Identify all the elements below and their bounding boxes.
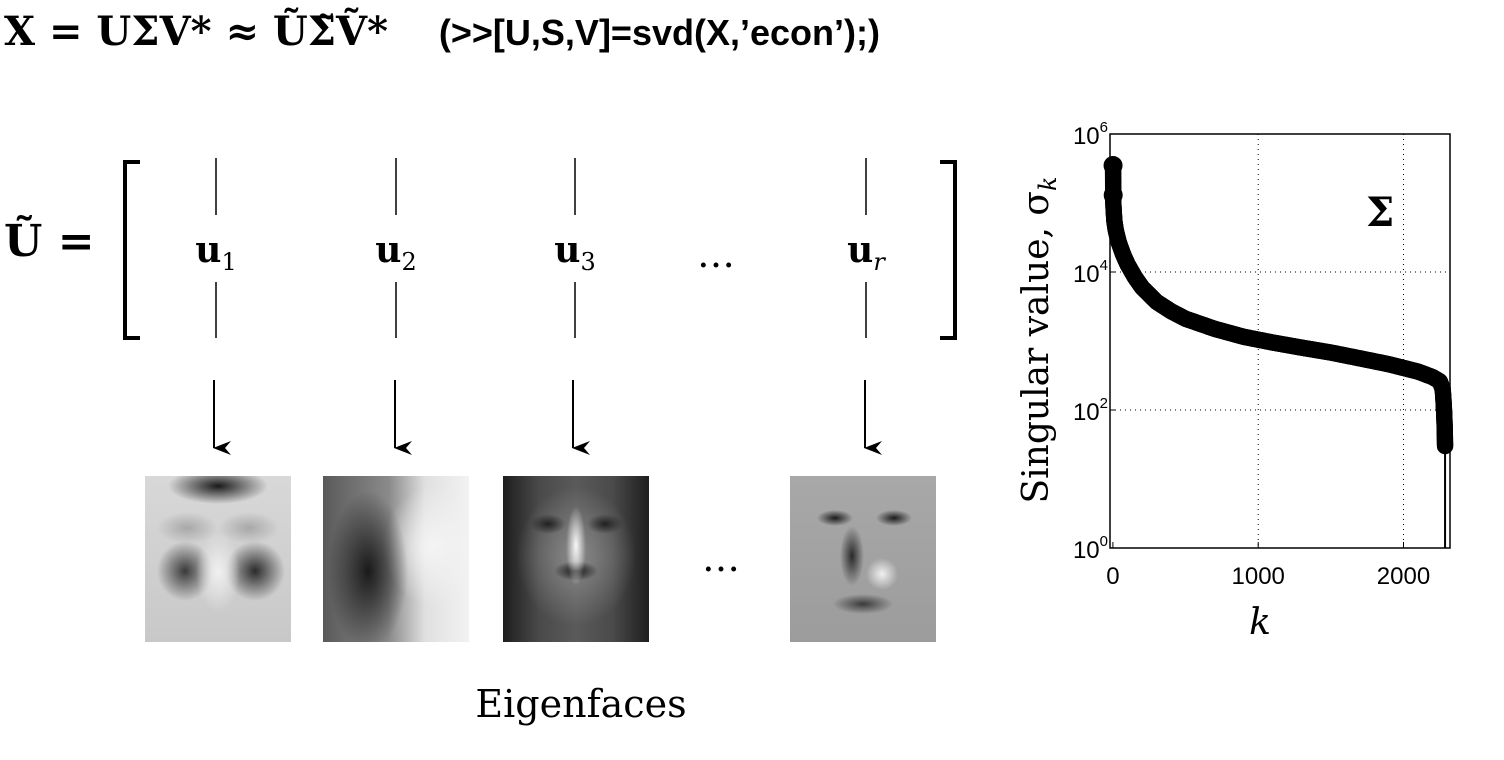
eigenface-1-image — [145, 476, 291, 642]
x-tick-label: 0 — [1106, 563, 1119, 590]
plot-frame — [1109, 133, 1451, 549]
singular-value-chart: 0 1000 2000 100 104 102 106 k Singular value, … — [1016, 119, 1454, 643]
chart-points — [1103, 155, 1454, 548]
column-lines — [215, 158, 867, 338]
right-bracket — [940, 160, 957, 340]
y-tick-label: 106 — [1073, 119, 1108, 150]
column-ellipsis: … — [697, 232, 739, 276]
sigma-annotation: Σ — [1366, 189, 1394, 236]
faces-ellipsis: … — [702, 536, 744, 580]
column-ur: ur — [847, 229, 885, 277]
y-tick-label: 102 — [1073, 395, 1108, 426]
chart-ticks: 0 1000 2000 100 104 102 106 — [1073, 119, 1430, 590]
x-tick-label: 1000 — [1232, 563, 1285, 590]
equation-line: X = UΣV* ≈ ŨΣ̃Ṽ* (>>[U,S,V]=svd(X,’econ’… — [4, 6, 880, 59]
y-axis-title: Singular value, σk — [1016, 176, 1062, 503]
column-u1: u1 — [195, 229, 237, 277]
svd-equation: X = UΣV* ≈ ŨΣ̃Ṽ* — [4, 8, 389, 55]
data-point — [1103, 185, 1123, 205]
eigenface-2-image — [323, 476, 469, 642]
data-point — [1103, 155, 1123, 175]
eigenface-3-image — [503, 476, 649, 642]
down-arrows — [213, 380, 882, 455]
y-tick-label: 100 — [1073, 533, 1108, 564]
u-tilde-label: Ũ = — [4, 216, 95, 267]
column-u2: u2 — [375, 229, 417, 277]
eigenface-r-image — [790, 476, 936, 642]
matrix-diagram — [123, 158, 957, 455]
y-tick-label: 104 — [1073, 257, 1108, 288]
left-bracket — [123, 160, 140, 340]
x-axis-title: k — [1249, 602, 1271, 643]
column-u3: u3 — [554, 229, 596, 277]
chart-grid — [1110, 134, 1450, 548]
eigenfaces-caption: Eigenfaces — [475, 682, 687, 726]
matlab-command: (>>[U,S,V]=svd(X,’econ’);) — [438, 12, 880, 53]
x-tick-label: 2000 — [1377, 563, 1430, 590]
